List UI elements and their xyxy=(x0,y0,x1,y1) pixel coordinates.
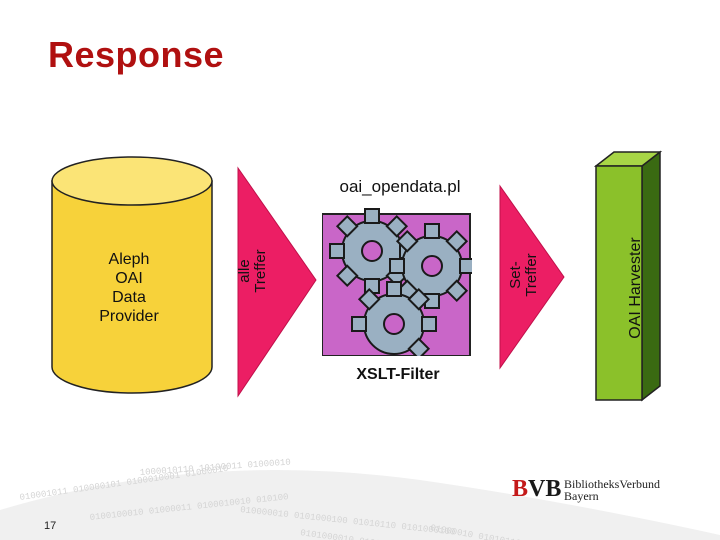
slide-title: Response xyxy=(48,34,225,75)
data-provider-line-3: Data xyxy=(112,289,146,306)
page-number: 17 xyxy=(44,520,57,532)
logo-mark-b: B xyxy=(512,476,529,502)
harvester-box xyxy=(594,150,663,402)
arrow-all-hits-line-2: Treffer xyxy=(252,249,269,293)
data-provider-line-4: Provider xyxy=(99,308,159,325)
arrow-set-hits-line-2: Treffer xyxy=(523,253,540,297)
arrow-set-hits xyxy=(499,184,565,370)
arrow-all-hits xyxy=(237,166,317,398)
data-provider-line-2: OAI xyxy=(115,270,143,287)
script-name: oai_opendata.pl xyxy=(339,177,461,196)
database-cylinder-icon xyxy=(51,156,213,394)
gears-icon xyxy=(322,208,472,356)
binary-swoosh-decoration: 010001011 010000101 0100010001 01000010 … xyxy=(0,457,720,540)
xslt-filter-label: XSLT-Filter xyxy=(356,366,440,383)
arrow-set-hits-label: Set- Treffer xyxy=(507,235,546,315)
arrow-set-hits-line-1: Set- xyxy=(507,261,524,289)
logo-mark-vb: VB xyxy=(528,476,562,502)
logo-name-line-1: BibliotheksVerbund xyxy=(564,477,660,491)
data-provider-label: Aleph OAI Data Provider xyxy=(84,250,174,326)
arrow-all-hits-label: alle Treffer xyxy=(236,231,275,311)
data-provider-line-1: Aleph xyxy=(108,251,150,268)
arrow-all-hits-line-1: alle xyxy=(236,259,253,283)
logo-name-line-2: Bayern xyxy=(564,489,599,503)
harvester-label: OAI Harvester xyxy=(627,237,644,339)
